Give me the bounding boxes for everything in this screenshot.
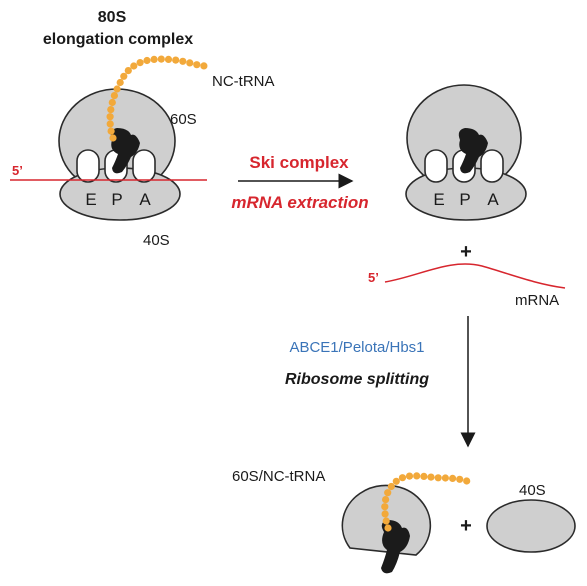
factors-label: ABCE1/Pelota/Hbs1 — [289, 339, 424, 356]
ribosome-80s-left — [10, 55, 208, 221]
amino-acid-bead — [381, 503, 389, 511]
amino-acid-bead — [382, 496, 390, 504]
amino-acid-bead — [186, 59, 194, 67]
amino-acid-bead — [107, 106, 115, 114]
amino-acid-bead — [179, 57, 187, 65]
trna-shape — [458, 128, 488, 174]
amino-acid-bead — [381, 510, 389, 518]
ski-complex-label: Ski complex — [249, 153, 349, 172]
five-prime-label: 5’ — [368, 270, 379, 285]
amino-acid-bead — [449, 474, 457, 482]
site-p-label: P — [459, 190, 470, 209]
amino-acid-bead — [398, 474, 407, 482]
amino-acid-bead — [124, 67, 132, 75]
a-site — [132, 149, 156, 183]
amino-acid-bead — [384, 489, 392, 497]
site-e-label: E — [85, 190, 96, 209]
amino-acid-bead — [136, 59, 144, 67]
amino-acid-bead — [116, 78, 124, 87]
five-prime-label: 5’ — [12, 163, 23, 178]
plus-sign: + — [460, 515, 472, 537]
amino-acid-bead — [106, 120, 114, 128]
amino-acid-bead — [200, 62, 208, 70]
amino-acid-bead — [150, 55, 158, 64]
nascent-chain — [106, 55, 208, 142]
40s-label: 40S — [143, 232, 170, 249]
ribosome-splitting-label: Ribosome splitting — [285, 371, 429, 388]
site-a-label: A — [487, 190, 499, 209]
site-e-label: E — [433, 190, 444, 209]
trna-shape — [381, 520, 410, 574]
amino-acid-bead — [120, 72, 128, 80]
amino-acid-bead — [434, 474, 442, 482]
e-site — [76, 149, 100, 183]
60s-label: 60S — [170, 111, 197, 128]
amino-acid-bead — [456, 475, 464, 483]
amino-acid-bead — [108, 98, 116, 107]
60s-nc-trna-label: 60S/NC-tRNA — [232, 468, 325, 485]
amino-acid-bead — [110, 92, 118, 100]
amino-acid-bead — [130, 62, 138, 70]
nc-trna-label: NC-tRNA — [212, 73, 275, 90]
mrna-label: mRNA — [515, 292, 559, 309]
amino-acid-bead — [107, 127, 115, 135]
ribosome-80s-right — [405, 84, 527, 221]
plus-sign: + — [460, 241, 472, 263]
amino-acid-bead — [109, 134, 117, 142]
amino-acid-bead — [463, 477, 471, 485]
amino-acid-bead — [392, 477, 400, 485]
site-p-label: P — [111, 190, 122, 209]
product-40s — [486, 499, 576, 553]
amino-acid-bead — [384, 524, 392, 532]
a-site — [480, 149, 504, 183]
site-a-label: A — [139, 190, 151, 209]
released-mrna — [384, 263, 566, 289]
amino-acid-bead — [382, 517, 390, 525]
amino-acid-bead — [387, 482, 395, 491]
amino-acid-bead — [172, 56, 180, 64]
amino-acid-bead — [420, 472, 428, 480]
amino-acid-bead — [441, 474, 449, 482]
e-site — [424, 149, 448, 183]
amino-acid-bead — [193, 61, 201, 69]
amino-acid-bead — [427, 473, 435, 481]
product-60s-nc-trna — [341, 472, 471, 574]
amino-acid-bead — [413, 472, 421, 480]
title-elongation-complex: elongation complex — [43, 31, 193, 48]
amino-acid-bead — [106, 113, 114, 121]
amino-acid-bead — [143, 56, 151, 65]
amino-acid-bead — [113, 85, 121, 93]
nascent-chain — [381, 472, 471, 532]
trna-shape — [110, 128, 140, 174]
amino-acid-bead — [405, 472, 414, 480]
title-80s: 80S — [98, 9, 127, 26]
40s-label: 40S — [519, 482, 546, 499]
amino-acid-bead — [157, 55, 165, 63]
amino-acid-bead — [164, 55, 173, 64]
mrna-extraction-label: mRNA extraction — [231, 193, 368, 212]
